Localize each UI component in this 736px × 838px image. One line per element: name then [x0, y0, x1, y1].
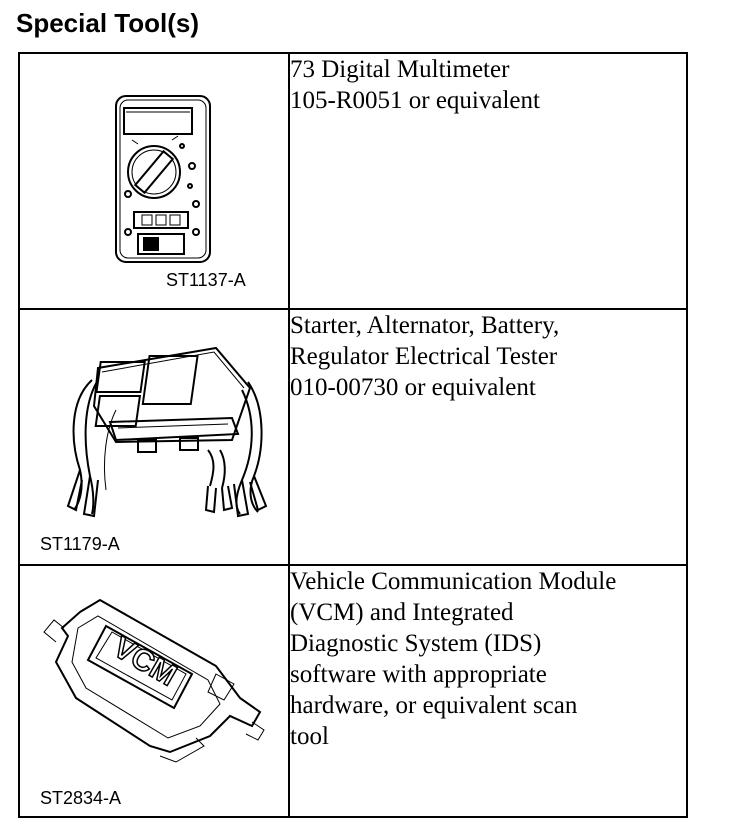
page-title: Special Tool(s): [16, 8, 199, 38]
vcm-module-icon: VCM: [43, 598, 265, 763]
tool-description-cell: Vehicle Communication Module (VCM) and I…: [288, 564, 688, 818]
digital-multimeter-icon: [115, 95, 211, 263]
tool-image-cell: ST1137-A: [18, 52, 290, 310]
tool-description: Starter, Alternator, Battery, Regulator …: [290, 312, 560, 401]
electrical-tester-icon: [66, 346, 268, 518]
tool-code: ST1179-A: [40, 534, 120, 554]
tool-description: 73 Digital Multimeter 105-R0051 or equiv…: [290, 56, 540, 114]
table-row: ST1137-A 73 Digital Multimeter 105-R0051…: [18, 52, 688, 310]
table-row: ST1179-A Starter, Alternator, Battery, R…: [18, 308, 688, 566]
tool-description-cell: 73 Digital Multimeter 105-R0051 or equiv…: [288, 52, 688, 310]
tool-image-cell: ST1179-A: [18, 308, 290, 566]
tool-description-cell: Starter, Alternator, Battery, Regulator …: [288, 308, 688, 566]
table-row: VCM ST2834-A Vehicle Communication Modul…: [18, 564, 688, 818]
tool-code: ST1137-A: [166, 270, 246, 290]
tool-image-cell: VCM ST2834-A: [18, 564, 290, 818]
tool-description: Vehicle Communication Module (VCM) and I…: [290, 568, 617, 750]
tool-code: ST2834-A: [40, 788, 122, 808]
special-tools-table: ST1137-A 73 Digital Multimeter 105-R0051…: [18, 52, 688, 818]
